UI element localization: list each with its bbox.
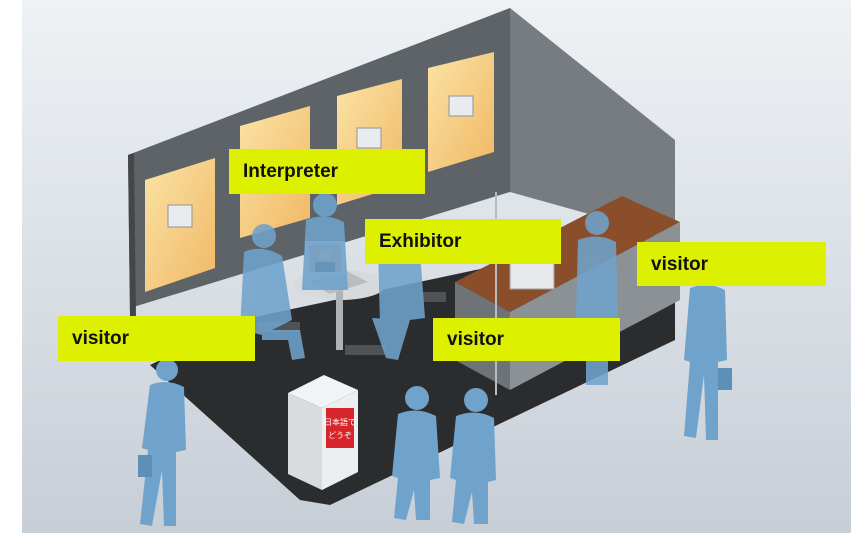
label-visitor-middle: visitor — [433, 318, 620, 361]
seated-visitor-figure — [240, 224, 305, 360]
poster-graphic — [356, 127, 382, 149]
walking-people — [138, 261, 732, 526]
handshake-visitor-b — [450, 388, 496, 524]
chair — [345, 345, 385, 355]
walking-visitor-left — [138, 359, 186, 526]
booth-right-wall — [510, 8, 675, 238]
interpreter-figure — [302, 193, 348, 290]
booth-left-post — [128, 153, 136, 320]
label-visitor-right: visitor — [637, 242, 826, 286]
language-kiosk: 日本語で どうぞ — [288, 375, 358, 490]
kiosk-sign-line1: 日本語で — [324, 417, 356, 427]
label-interpreter: Interpreter — [229, 149, 425, 194]
chairs — [258, 292, 446, 355]
poster-graphic — [167, 204, 193, 228]
label-exhibitor: Exhibitor — [365, 219, 561, 264]
kiosk-sign — [326, 408, 354, 448]
chair — [420, 292, 446, 302]
table-leg — [336, 290, 343, 350]
kiosk-sign-line2: どうぞ — [328, 431, 352, 440]
kiosk-front — [288, 393, 322, 490]
label-visitor-left: visitor — [58, 316, 255, 361]
kiosk-top — [288, 375, 358, 408]
chair — [258, 322, 300, 332]
handshake-visitor-a — [392, 386, 440, 520]
poster-graphic — [448, 95, 474, 117]
